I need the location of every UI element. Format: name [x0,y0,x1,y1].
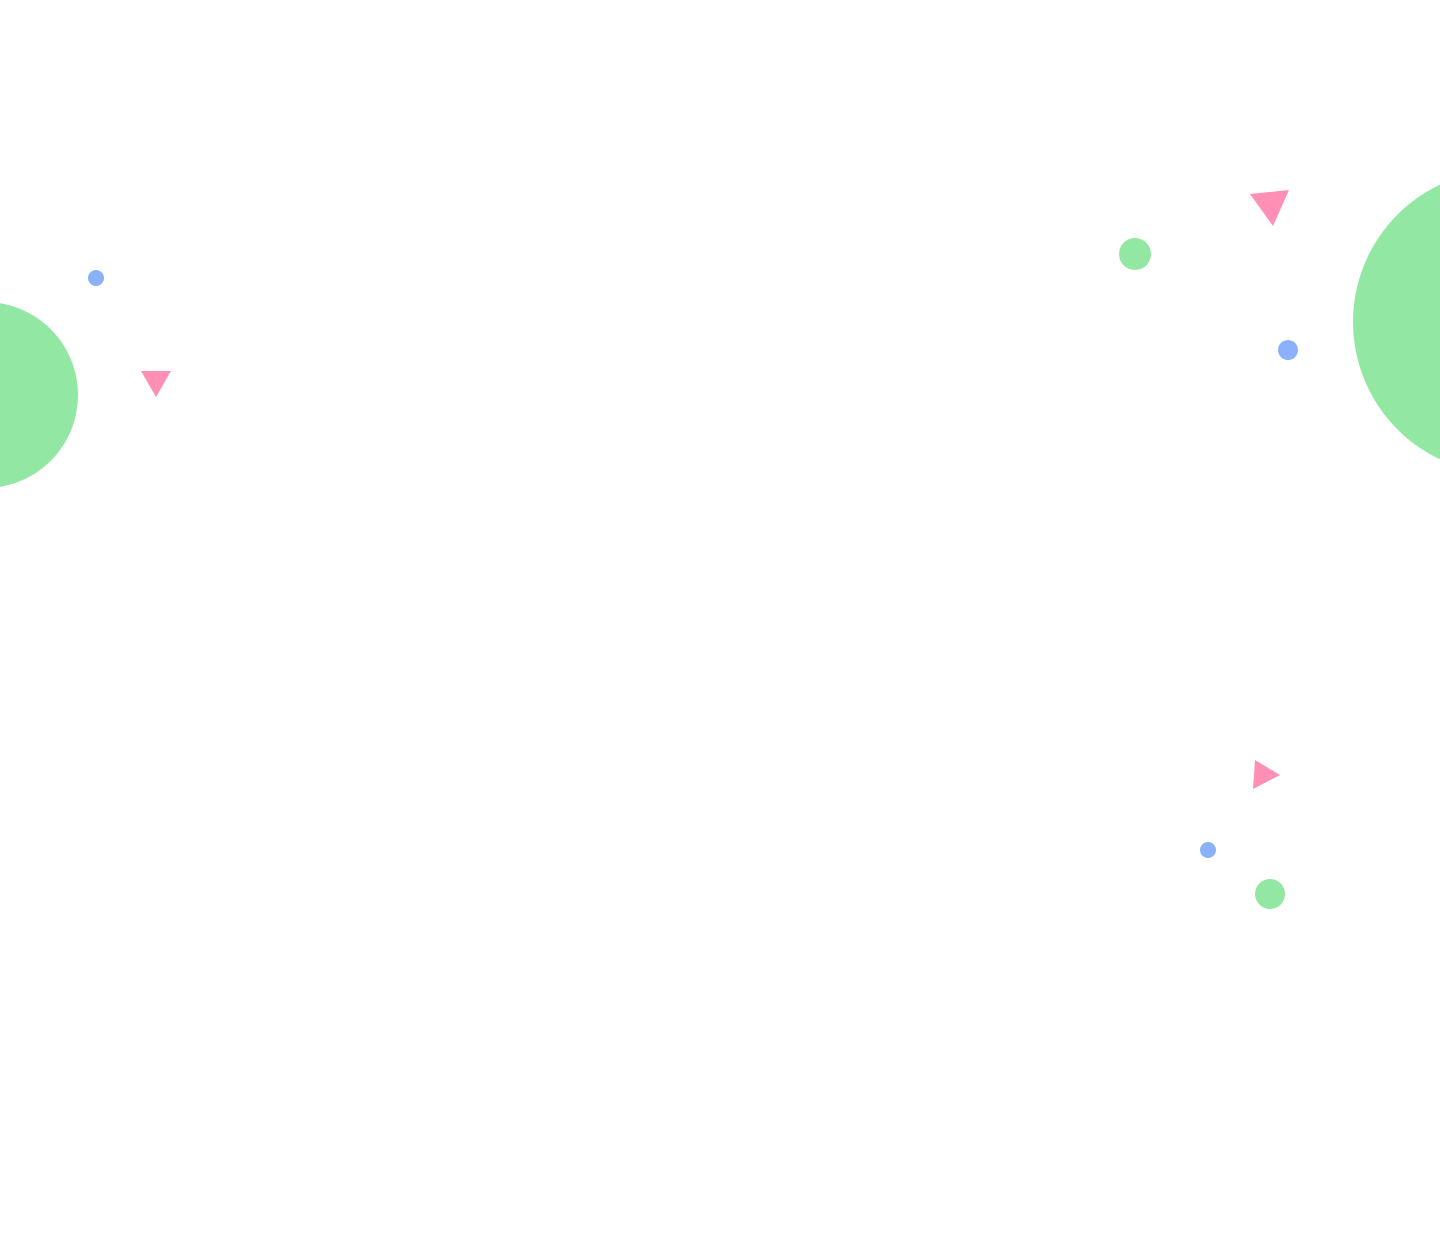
large-green-circle-right [1353,184,1440,460]
small-blue-dot [1200,842,1216,858]
small-blue-dot [88,270,104,286]
pink-triangle [141,371,171,397]
pink-triangle [1253,760,1280,789]
small-green-dot [1119,238,1151,270]
small-green-dot [1255,879,1285,909]
small-blue-dot [1278,340,1298,360]
pink-triangle [1250,190,1289,226]
large-green-circle-left [0,303,78,487]
